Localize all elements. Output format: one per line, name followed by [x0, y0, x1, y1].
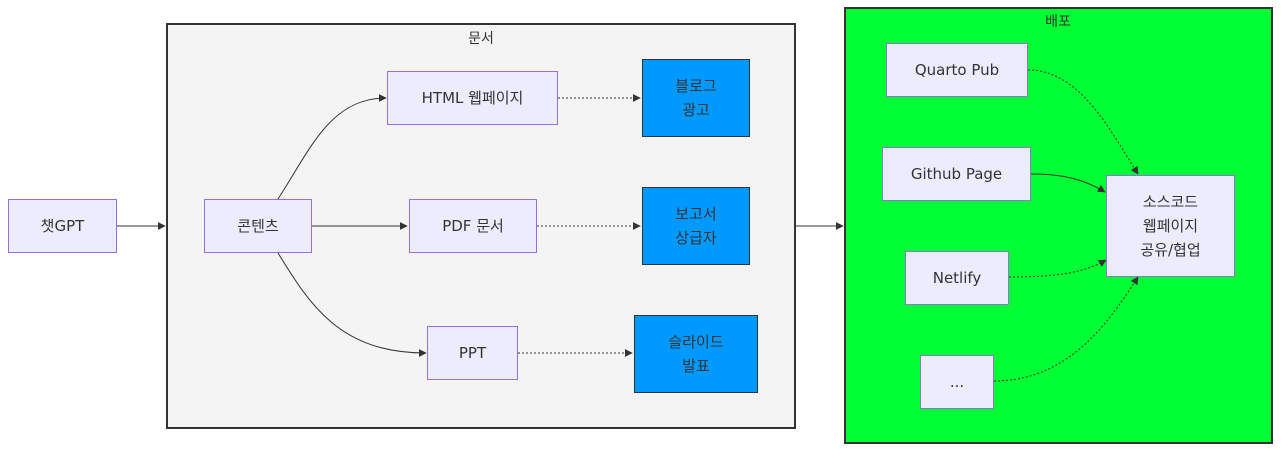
node-pdf-document-label: PDF 문서	[442, 217, 504, 235]
node-github-page-label: Github Page	[910, 165, 1003, 183]
node-quarto-pub[interactable]: Quarto Pub	[886, 43, 1028, 97]
node-source-code[interactable]: 소스코드 웹페이지 공유/협업	[1106, 175, 1235, 277]
node-chatgpt[interactable]: 챗GPT	[8, 199, 117, 253]
node-netlify-label: Netlify	[932, 269, 982, 287]
node-netlify[interactable]: Netlify	[905, 251, 1009, 305]
node-chatgpt-label: 챗GPT	[40, 217, 85, 235]
node-report-superior-label: 보고서 상급자	[675, 205, 717, 247]
node-content-label: 콘텐츠	[237, 217, 279, 235]
node-ppt[interactable]: PPT	[427, 326, 518, 380]
node-blog-ad[interactable]: 블로그 광고	[642, 59, 750, 137]
edge-github-source	[1030, 173, 1106, 193]
node-html-webpage[interactable]: HTML 웹페이지	[387, 71, 558, 125]
node-pdf-document[interactable]: PDF 문서	[409, 199, 537, 253]
edge-quarto-source	[1027, 69, 1139, 175]
node-html-webpage-label: HTML 웹페이지	[421, 89, 524, 107]
node-quarto-pub-label: Quarto Pub	[914, 61, 1000, 79]
edge-content-html	[277, 94, 387, 200]
node-github-page[interactable]: Github Page	[882, 147, 1031, 201]
node-slide-presentation-label: 슬라이드 발표	[668, 333, 724, 375]
document-cluster-label: 문서	[468, 31, 494, 47]
edge-content-ppt	[277, 252, 427, 357]
node-ppt-label: PPT	[458, 344, 487, 362]
node-report-superior[interactable]: 보고서 상급자	[642, 187, 750, 265]
node-source-code-label: 소스코드 웹페이지 공유/협업	[1140, 193, 1201, 259]
node-etc-label: ...	[949, 373, 965, 391]
deploy-cluster-label: 배포	[1045, 14, 1071, 30]
node-content[interactable]: 콘텐츠	[204, 199, 312, 253]
node-blog-ad-label: 블로그 광고	[675, 77, 717, 119]
node-etc[interactable]: ...	[920, 355, 994, 409]
node-slide-presentation[interactable]: 슬라이드 발표	[634, 315, 758, 393]
